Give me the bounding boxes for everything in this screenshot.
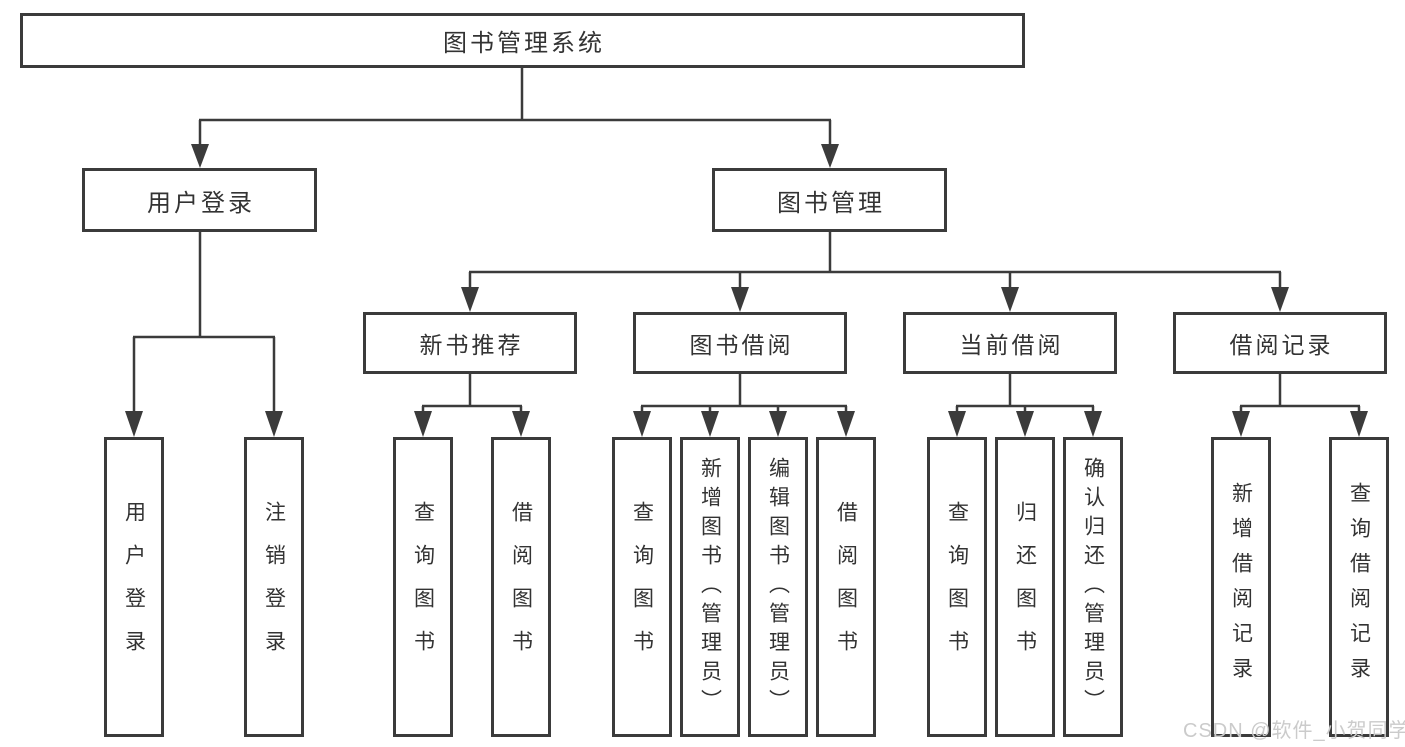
node-new-book-recommend: 新书推荐: [363, 312, 577, 374]
leaf-br-query-record-label: 查询借阅记录: [1347, 482, 1371, 692]
node-current-borrowing-label: 当前借阅: [959, 332, 1064, 358]
leaf-bb-add-books-admin-label: 新增图书（管理员）: [698, 456, 722, 718]
node-book-borrowing-label: 图书借阅: [689, 332, 794, 358]
node-user-login-label: 用户登录: [147, 189, 255, 217]
leaf-cb-return-books-label: 归还图书: [1013, 501, 1037, 673]
node-book-management-label: 图书管理: [777, 189, 885, 217]
leaf-nbr-query-books: 查询图书: [393, 437, 453, 737]
leaf-user-login-label: 用户登录: [122, 501, 146, 673]
leaf-bb-add-books-admin: 新增图书（管理员）: [680, 437, 740, 737]
connector-book-management-children: [461, 232, 1289, 312]
leaf-cb-query-books: 查询图书: [927, 437, 987, 737]
leaf-br-query-record: 查询借阅记录: [1329, 437, 1389, 737]
leaf-cb-return-books: 归还图书: [995, 437, 1055, 737]
leaf-bb-borrow-books-label: 借阅图书: [834, 501, 858, 673]
connector-new-book-recommend-children: [414, 374, 530, 437]
leaf-cb-confirm-return-admin: 确认归还（管理员）: [1063, 437, 1123, 737]
node-book-borrowing: 图书借阅: [633, 312, 847, 374]
watermark: CSDN @软件_小贺同学: [1183, 720, 1405, 742]
leaf-br-add-record-label: 新增借阅记录: [1229, 482, 1253, 692]
connector-user-login-children: [125, 232, 283, 437]
node-user-login: 用户登录: [82, 168, 317, 232]
connector-root-to-level2: [191, 68, 839, 168]
leaf-nbr-query-books-label: 查询图书: [411, 501, 435, 673]
node-current-borrowing: 当前借阅: [903, 312, 1117, 374]
leaf-logout-label: 注销登录: [262, 501, 286, 673]
leaf-bb-edit-books-admin: 编辑图书（管理员）: [748, 437, 808, 737]
connector-current-borrowing-children: [948, 374, 1102, 437]
leaf-nbr-borrow-books: 借阅图书: [491, 437, 551, 737]
leaf-logout: 注销登录: [244, 437, 304, 737]
node-new-book-recommend-label: 新书推荐: [419, 332, 524, 358]
leaf-cb-confirm-return-admin-label: 确认归还（管理员）: [1081, 456, 1105, 718]
node-root-label: 图书管理系统: [443, 30, 605, 57]
connector-borrowing-records-children: [1232, 374, 1368, 437]
leaf-bb-query-books-label: 查询图书: [630, 501, 654, 673]
leaf-nbr-borrow-books-label: 借阅图书: [509, 501, 533, 673]
node-book-management: 图书管理: [712, 168, 947, 232]
node-borrowing-records-label: 借阅记录: [1229, 332, 1334, 358]
leaf-bb-query-books: 查询图书: [612, 437, 672, 737]
connector-book-borrowing-children: [633, 374, 855, 437]
leaf-user-login: 用户登录: [104, 437, 164, 737]
leaf-bb-borrow-books: 借阅图书: [816, 437, 876, 737]
leaf-bb-edit-books-admin-label: 编辑图书（管理员）: [766, 456, 790, 718]
leaf-br-add-record: 新增借阅记录: [1211, 437, 1271, 737]
leaf-cb-query-books-label: 查询图书: [945, 501, 969, 673]
node-borrowing-records: 借阅记录: [1173, 312, 1387, 374]
node-root-system: 图书管理系统: [20, 13, 1025, 68]
